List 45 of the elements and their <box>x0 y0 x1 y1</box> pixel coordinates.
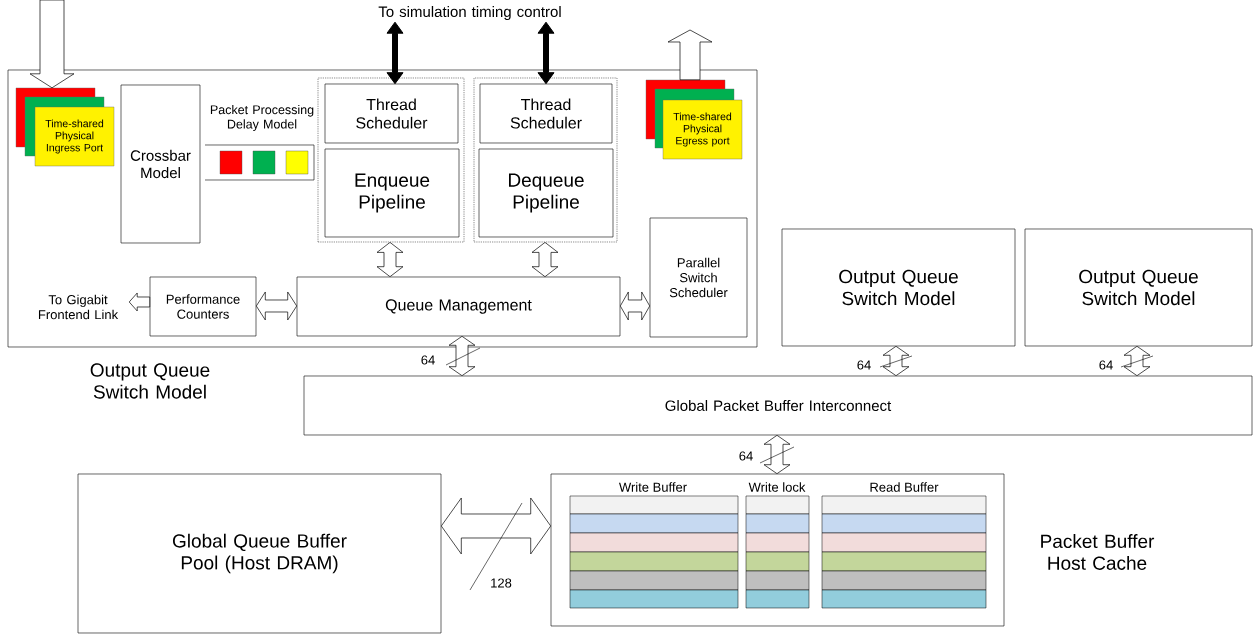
edge-label: 64 <box>739 451 753 461</box>
block-arrow <box>448 335 476 377</box>
thick-arrow <box>537 21 555 85</box>
link-label: To Gigabit Frontend Link <box>38 294 119 320</box>
pipeline-group-box <box>473 77 618 243</box>
interconnect-box: Global Packet Buffer Interconnect <box>303 375 1253 436</box>
switch-model-box: Output Queue Switch Model <box>1024 228 1253 347</box>
pipeline-box: Enqueue Pipeline <box>324 148 460 238</box>
queue-management-box: Queue Management <box>296 276 621 337</box>
block-arrow <box>531 242 559 278</box>
block-arrow <box>255 291 298 321</box>
pipeline-box: Dequeue Pipeline <box>478 148 614 238</box>
thick-arrow <box>386 21 404 85</box>
pipeline-group-box <box>317 77 465 243</box>
column-heading: Write Buffer <box>619 482 687 492</box>
port-stack: Time-shared Physical Egress port <box>645 79 743 160</box>
block-arrow <box>882 345 910 377</box>
scheduler-box: Thread Scheduler <box>479 83 613 144</box>
block-arrow <box>667 29 713 81</box>
edge-label: 128 <box>491 578 512 588</box>
edge-label: 64 <box>857 360 871 370</box>
node-label: Egress port <box>676 137 730 147</box>
block-arrow <box>29 0 75 89</box>
scheduler-box: Parallel Switch Scheduler <box>649 217 748 338</box>
block-arrow <box>763 434 791 475</box>
scheduler-box: Thread Scheduler <box>324 83 459 144</box>
node-label: Output Queue Switch Model <box>90 363 210 399</box>
block-arrow <box>376 242 404 278</box>
crossbar-box: Crossbar Model <box>120 84 201 244</box>
block-arrow <box>128 292 151 312</box>
buffer-pool-box: Global Queue Buffer Pool (Host DRAM) <box>77 473 442 634</box>
edge-label: 64 <box>1099 360 1113 370</box>
node-label: Packet Buffer Host Cache <box>1041 534 1155 570</box>
switch-model-box: Output Queue Switch Model <box>781 228 1016 347</box>
column-heading: Write lock <box>748 482 806 492</box>
block-arrow <box>440 497 552 555</box>
block-arrow <box>619 291 651 321</box>
timing-control-label: To simulation timing control <box>378 6 561 20</box>
port-stack: Time-shared Physical Ingress Port <box>15 87 115 167</box>
edge-label: 64 <box>421 355 435 365</box>
block-arrow <box>1123 345 1151 377</box>
column-heading: Read Buffer <box>870 482 939 492</box>
node-label: Packet Processing Delay Model <box>210 104 314 131</box>
counters-box: Performance Counters <box>149 276 257 337</box>
delay-model-box: Packet Processing Delay Model <box>204 105 315 181</box>
